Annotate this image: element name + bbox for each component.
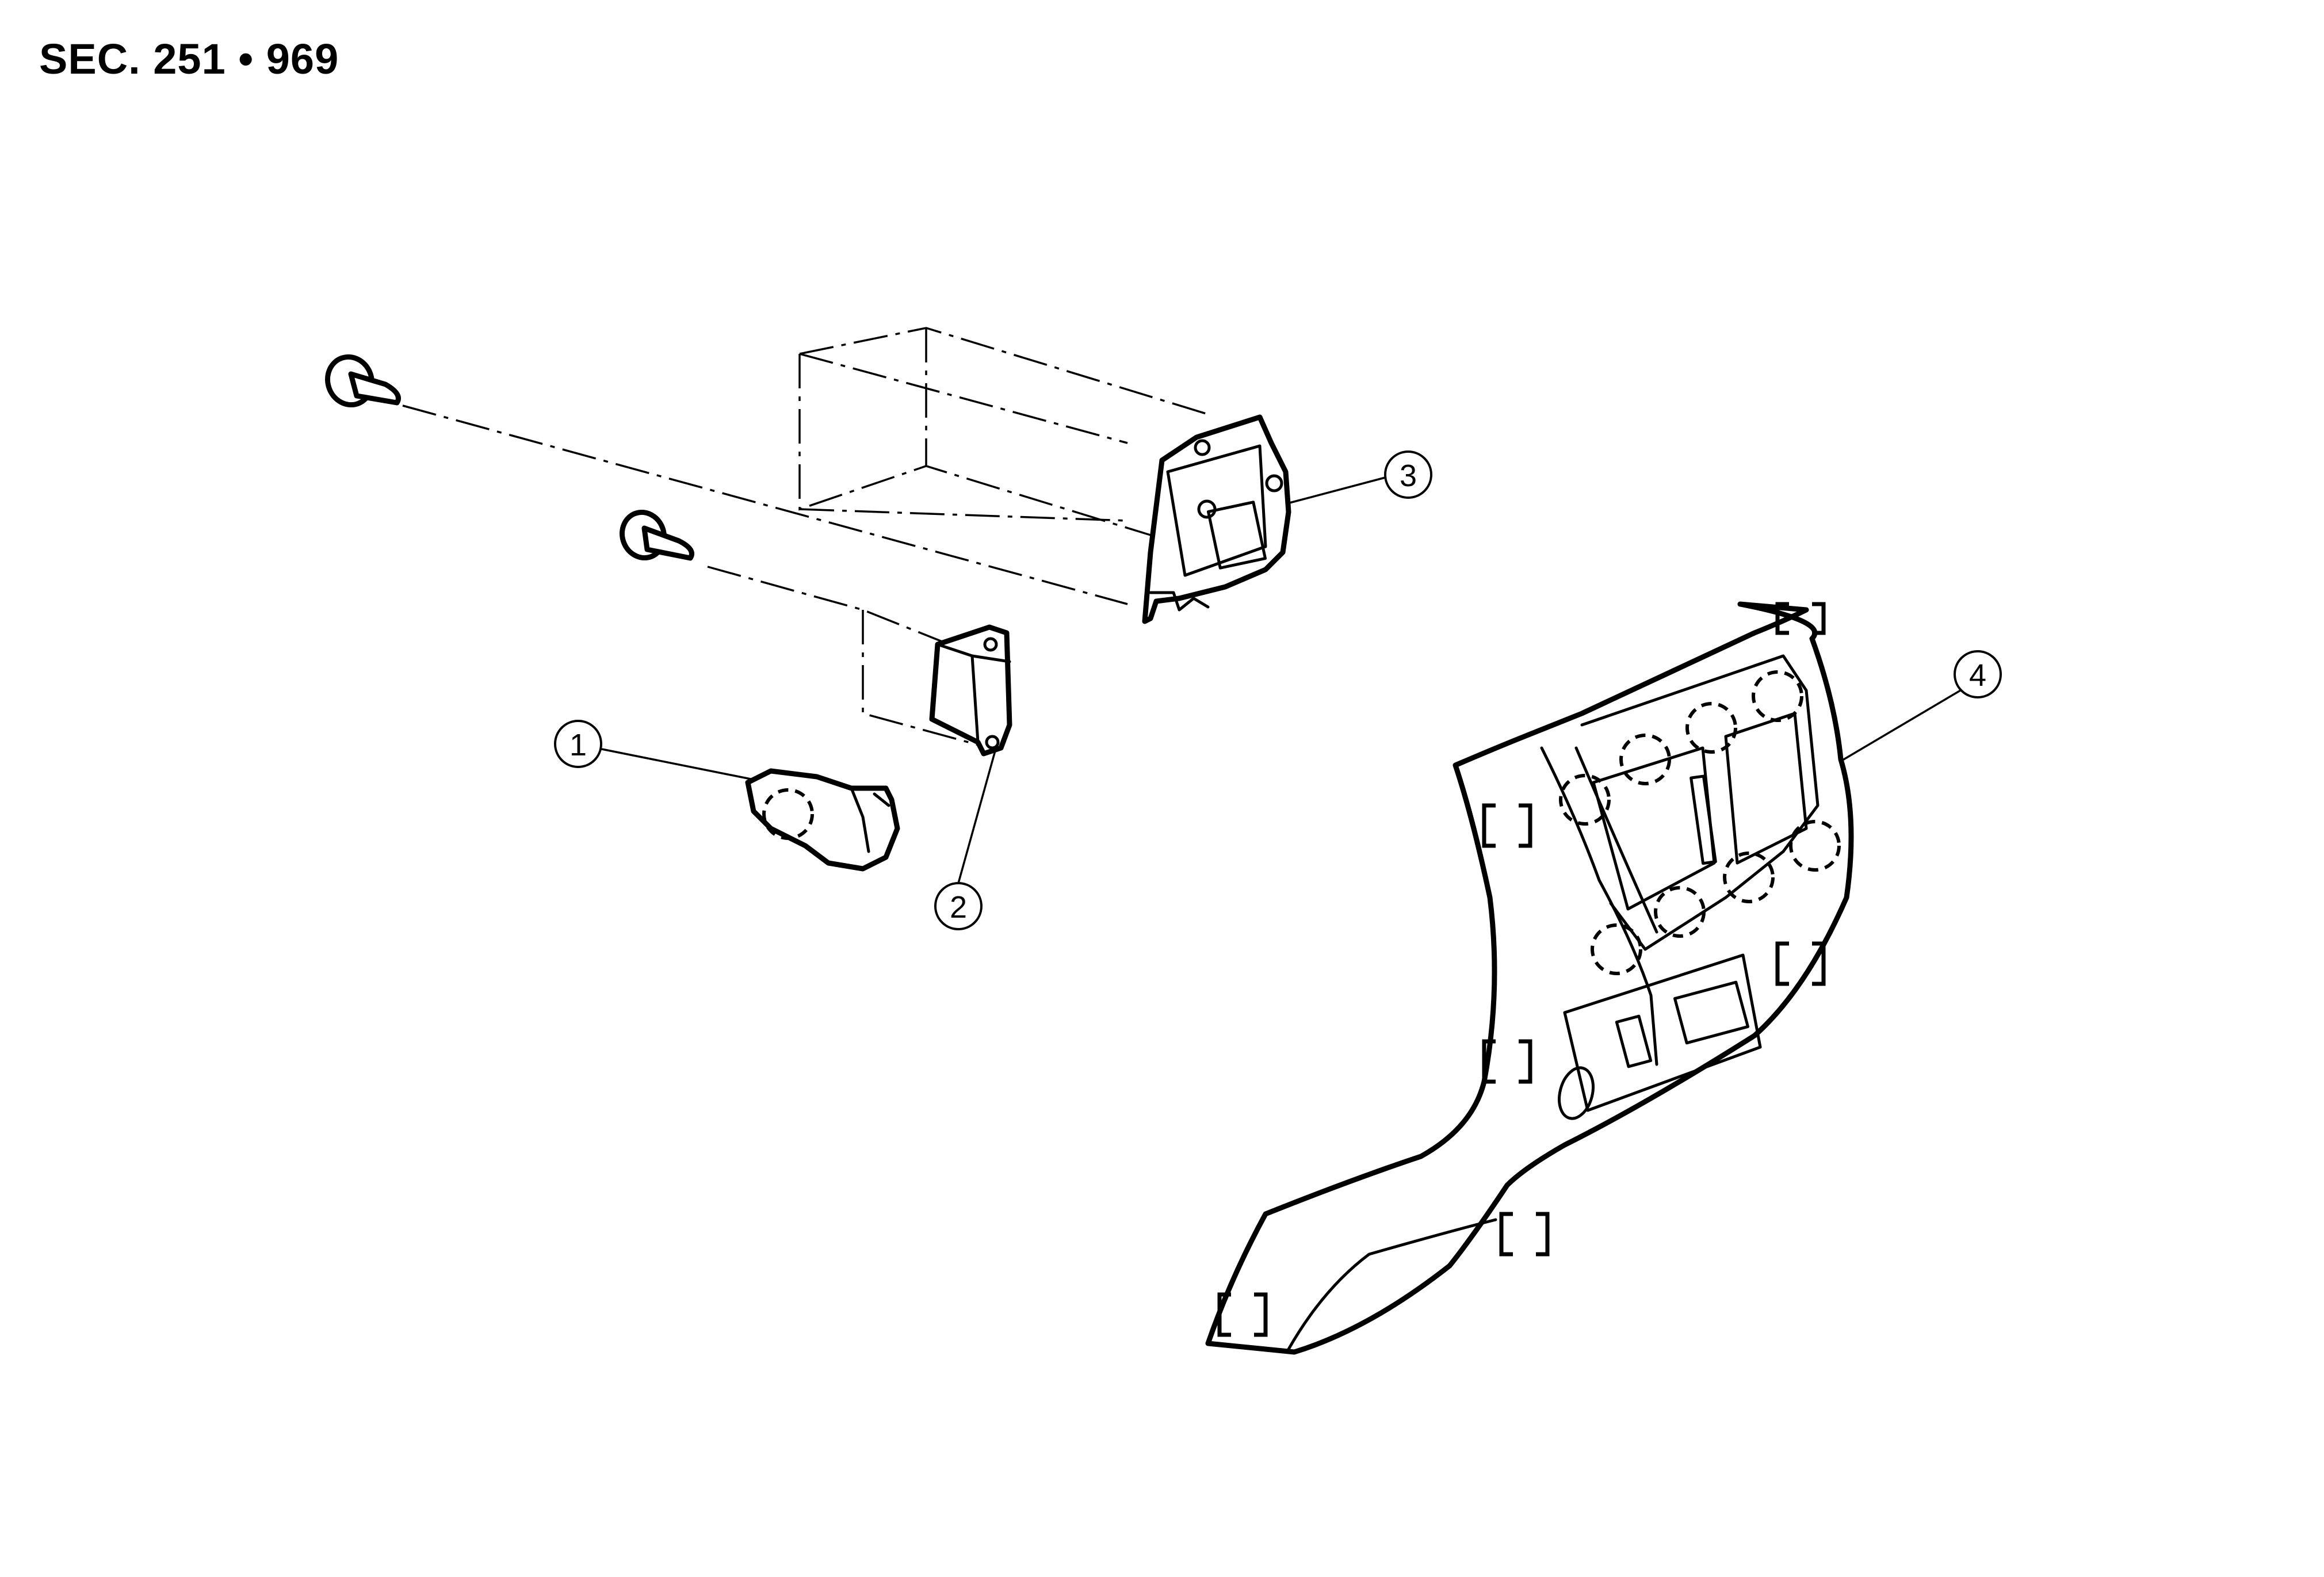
callout-4-label: 4 [1969, 658, 1986, 693]
part-3-actuator [1142, 414, 1291, 624]
callout-2: 2 [934, 882, 983, 930]
alignment-phantom-lines [402, 327, 1209, 749]
callout-2-label: 2 [950, 890, 967, 925]
leader-lines [601, 476, 1962, 884]
part-4-trim-panel [1205, 601, 1854, 1355]
screw-lower [620, 509, 694, 561]
panel-clip-brackets [1217, 602, 1826, 1337]
part-2-module [929, 624, 1012, 757]
callout-3-label: 3 [1400, 459, 1417, 493]
panel-clip-circles [1559, 670, 1841, 975]
screw-upper [325, 354, 401, 408]
callout-1-label: 1 [569, 728, 587, 762]
callout-1: 1 [554, 720, 602, 768]
part-1-connector [745, 768, 900, 872]
section-reference: SEC. 251 • 969 [39, 35, 339, 83]
callout-3: 3 [1384, 450, 1432, 499]
callout-4: 4 [1954, 650, 2002, 698]
